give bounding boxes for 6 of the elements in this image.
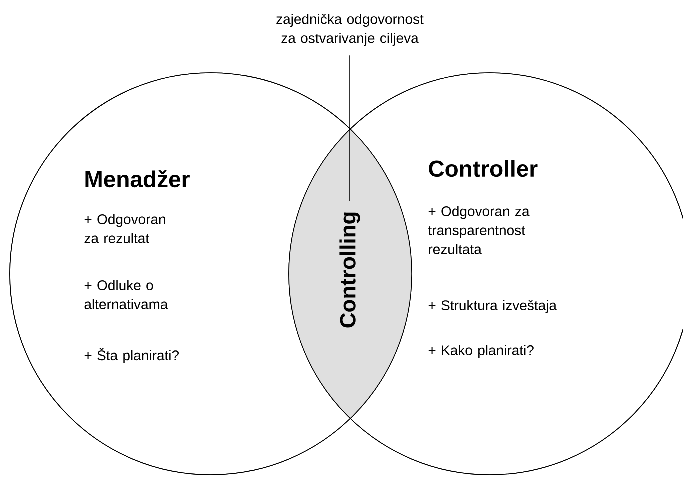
vertical-label: Controlling — [340, 212, 360, 328]
callout-text: zajednička odgovornost za ostvarivanje ciljeva — [276, 14, 424, 46]
node-label: + Šta planirati? — [84, 348, 180, 364]
node-label: + Odgovoran za rezultat — [84, 214, 166, 244]
node-label: Menadžer — [86, 170, 190, 188]
node-label: + Odluke o alternativama — [84, 280, 168, 310]
